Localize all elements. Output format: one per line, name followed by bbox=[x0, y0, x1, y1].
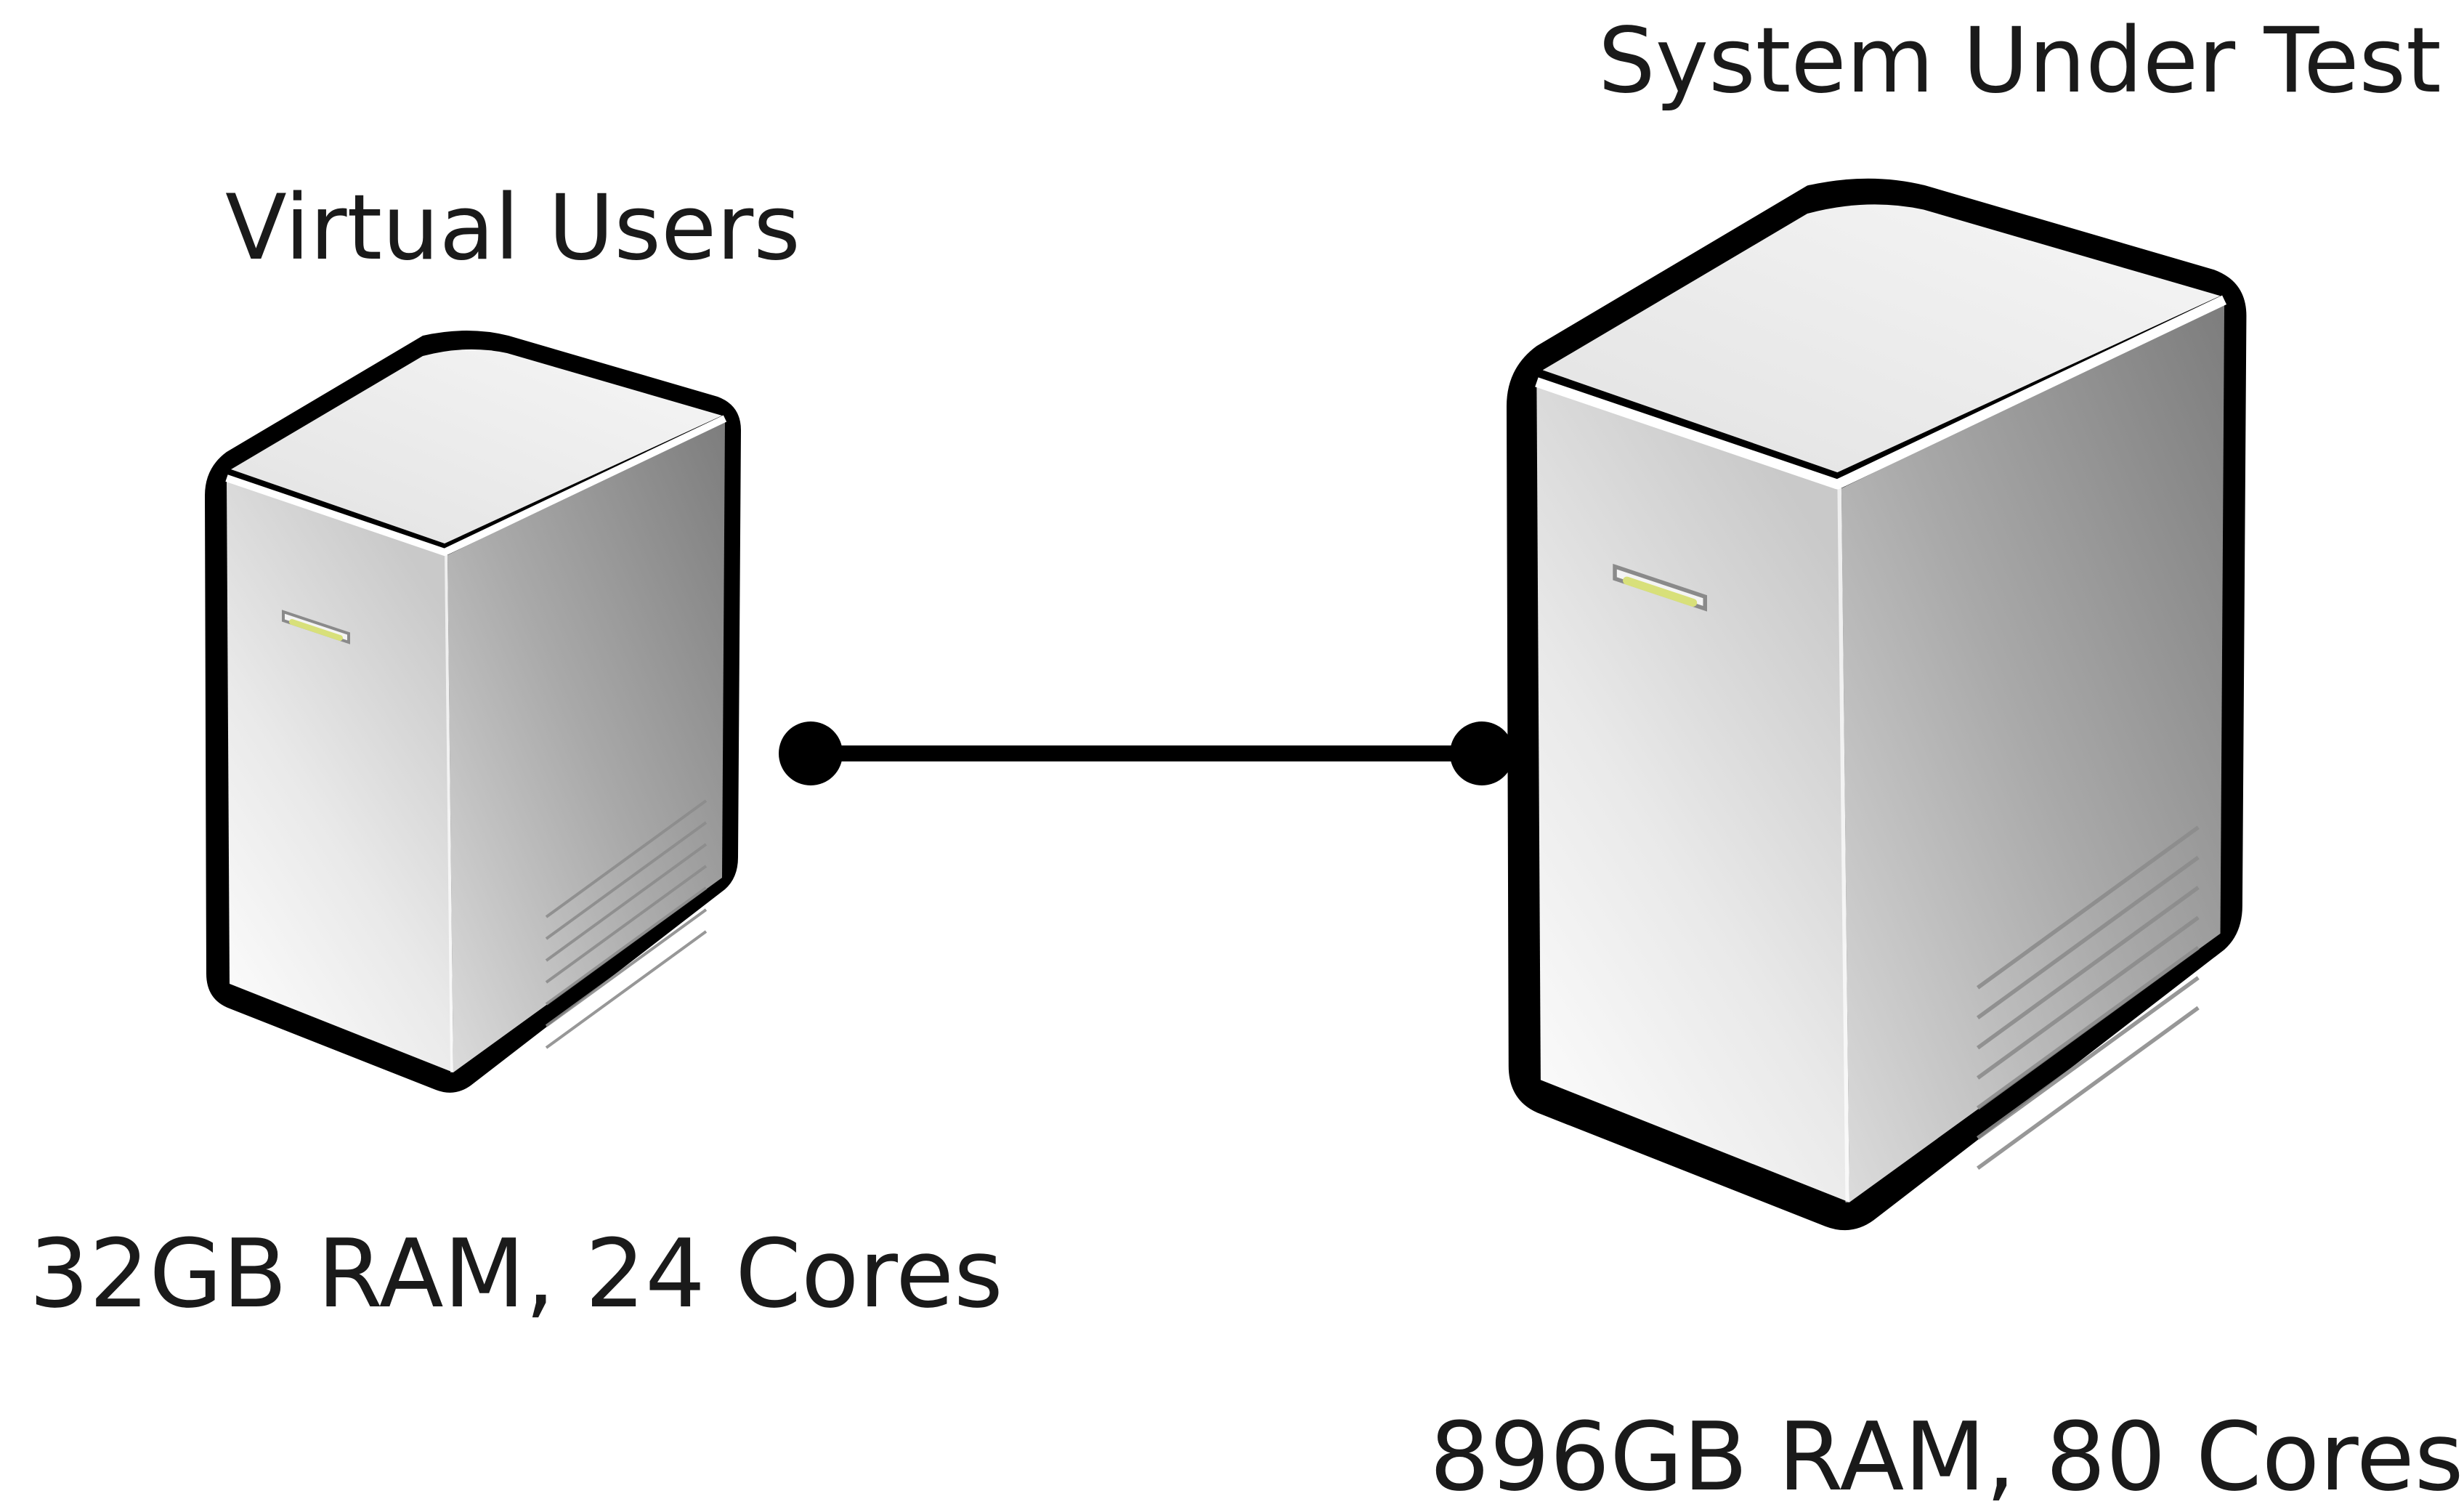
server-tower-icon bbox=[205, 331, 741, 1096]
virtual-users-spec: 32GB RAM, 24 Cores bbox=[29, 1218, 1003, 1329]
server-tower-icon bbox=[1507, 179, 2246, 1236]
system-under-test-title: System Under Test bbox=[1598, 9, 2441, 113]
connection-endpoint-left bbox=[779, 721, 843, 785]
virtual-users-title: Virtual Users bbox=[225, 176, 801, 280]
connection-endpoint-right bbox=[1450, 721, 1514, 785]
system-under-test-spec: 896GB RAM, 80 Cores bbox=[1430, 1402, 2464, 1512]
connection-link bbox=[779, 721, 1514, 785]
diagram-graphics bbox=[0, 0, 2414, 1492]
